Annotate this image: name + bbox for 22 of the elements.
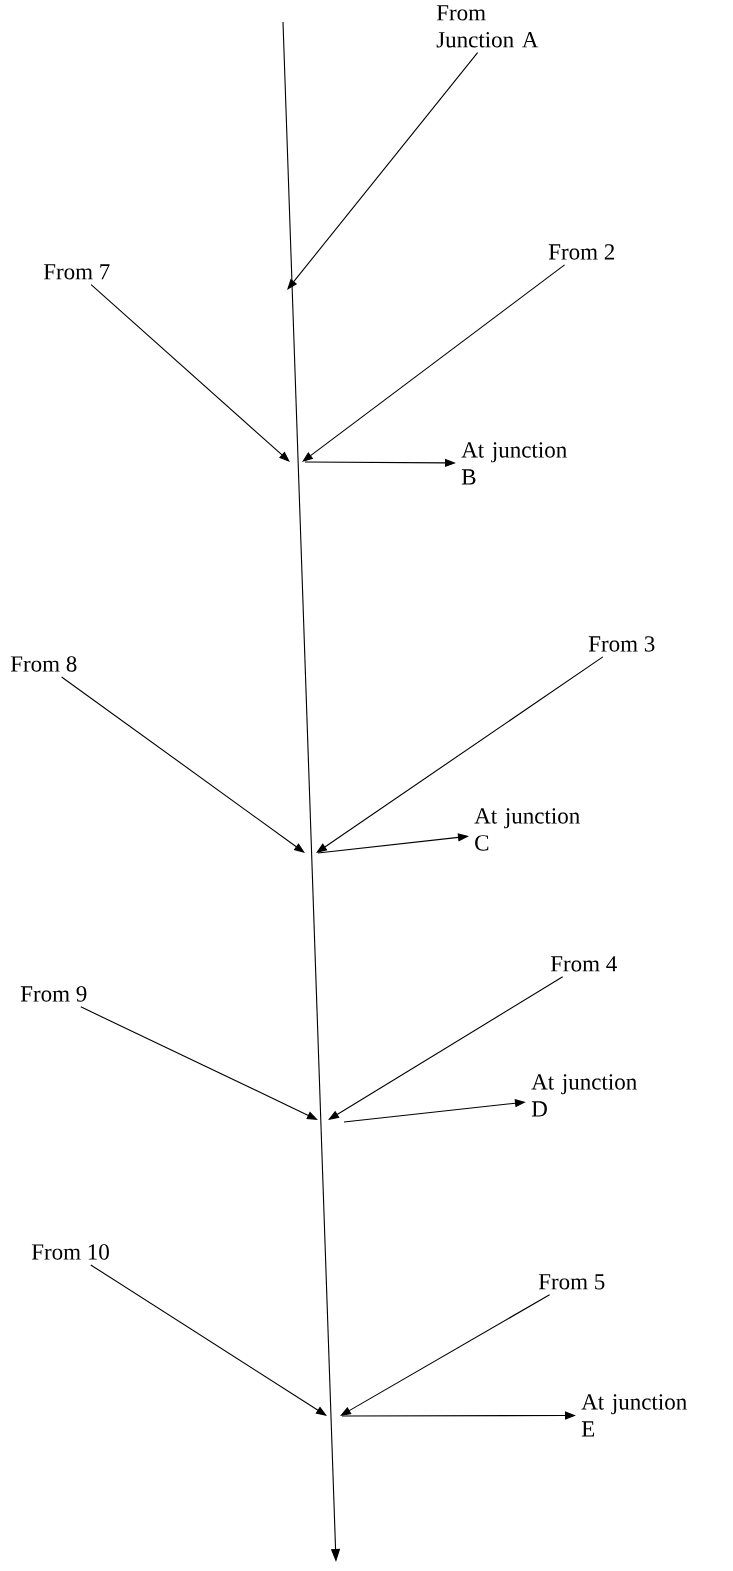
arrow [80,1006,318,1120]
arrow [302,264,566,462]
flow-label: From 4 [550,956,617,972]
flow-label: From 10 [31,1244,109,1260]
flow-label: From 5 [538,1274,605,1290]
arrow [90,1264,327,1416]
arrow [316,656,604,853]
flow-label: At junction D [531,1074,637,1117]
arrow [90,284,290,462]
flow-label: From 7 [43,264,110,280]
flow-label: From 9 [20,986,87,1002]
arrow [340,1294,551,1416]
flow-label: At junction C [474,808,580,851]
flow-label: At junction E [581,1394,687,1437]
flow-label: At junction B [461,442,567,485]
arrow [328,976,564,1120]
flow-label: From Junction A [436,5,539,48]
flow-label: From 3 [588,636,655,652]
arrow [287,52,479,290]
flow-label: From 8 [10,656,77,672]
flow-label: From 2 [548,244,615,260]
arrow [61,676,305,853]
